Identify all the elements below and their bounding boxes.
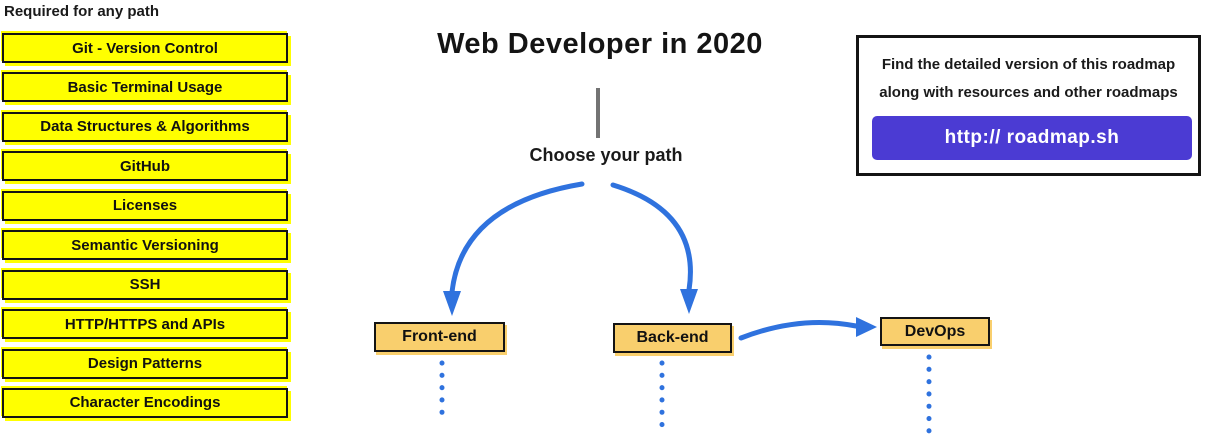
node-devops[interactable]: DevOps xyxy=(880,317,990,346)
arrowhead-devops-icon xyxy=(856,317,877,337)
required-item-design-patterns[interactable]: Design Patterns xyxy=(2,348,288,379)
page-title: Web Developer in 2020 xyxy=(437,28,763,60)
required-item-ssh[interactable]: SSH xyxy=(2,269,288,300)
arrowhead-backend-icon xyxy=(680,289,698,314)
required-item-encodings[interactable]: Character Encodings xyxy=(2,387,288,418)
required-item-http[interactable]: HTTP/HTTPS and APIs xyxy=(2,309,288,340)
required-item-github[interactable]: GitHub xyxy=(2,151,288,182)
roadmap-info-box: Find the detailed version of this roadma… xyxy=(856,35,1201,176)
arrow-to-backend xyxy=(610,182,693,293)
required-item-licenses[interactable]: Licenses xyxy=(2,190,288,221)
arrow-backend-to-devops xyxy=(738,319,859,341)
required-list: Git - Version Control Basic Terminal Usa… xyxy=(2,33,288,418)
choose-path-label: Choose your path xyxy=(529,145,683,165)
arrow-to-frontend xyxy=(449,181,585,295)
node-front-end[interactable]: Front-end xyxy=(374,322,505,352)
arrowhead-frontend-icon xyxy=(443,291,461,316)
info-text-line2: along with resources and other roadmaps xyxy=(879,84,1178,101)
dotted-connectors xyxy=(439,354,932,435)
node-back-end[interactable]: Back-end xyxy=(613,323,732,353)
required-heading: Required for any path xyxy=(4,3,160,20)
required-item-terminal[interactable]: Basic Terminal Usage xyxy=(2,72,288,103)
title-connector-line xyxy=(596,88,600,138)
required-item-git[interactable]: Git - Version Control xyxy=(2,33,288,63)
info-text-line1: Find the detailed version of this roadma… xyxy=(881,56,1176,73)
required-item-semver[interactable]: Semantic Versioning xyxy=(2,230,288,261)
required-item-dsa[interactable]: Data Structures & Algorithms xyxy=(2,111,288,142)
arrow-curves xyxy=(449,181,859,341)
roadmap-url-button[interactable]: http:// roadmap.sh xyxy=(872,116,1192,160)
